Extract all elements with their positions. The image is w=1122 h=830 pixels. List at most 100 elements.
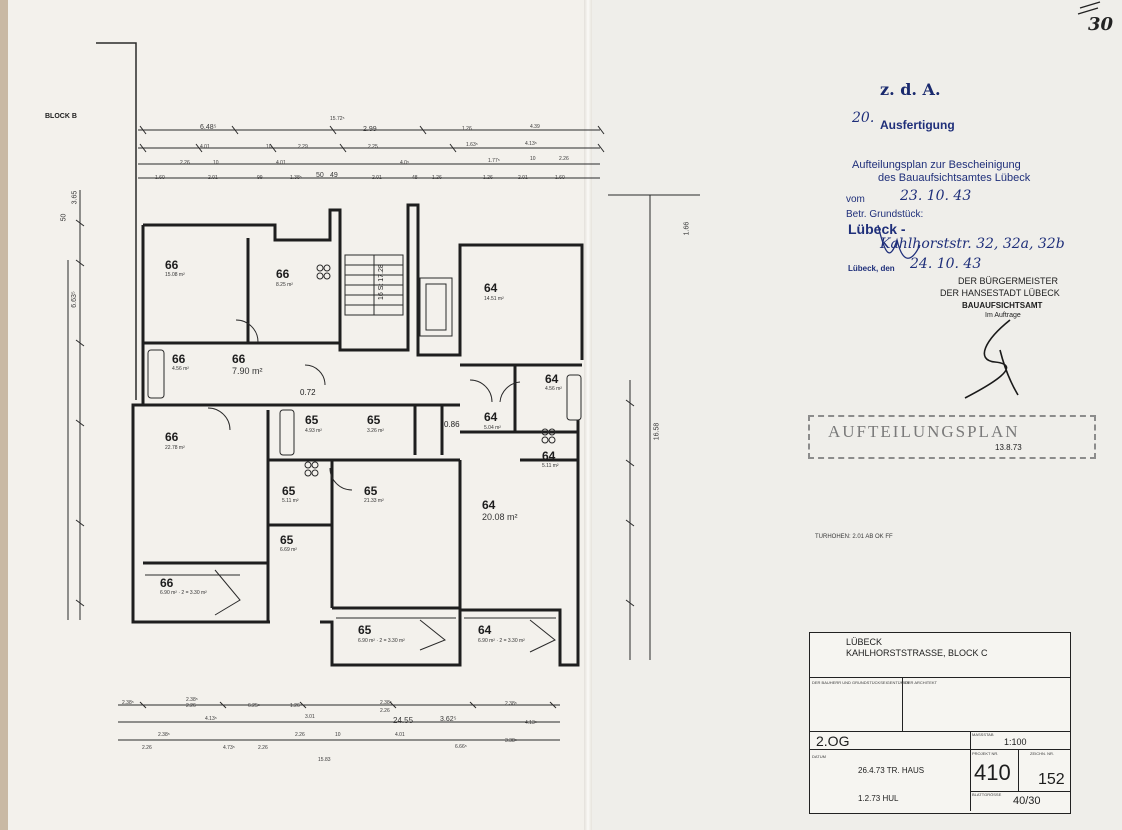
- dimension-label: 2.26: [380, 708, 390, 714]
- dimension-label: 1.26: [290, 703, 300, 709]
- dimension-label: 50: [60, 213, 68, 222]
- dimension-label: 2.26: [186, 703, 196, 709]
- room-area: 20.08 m²: [482, 512, 518, 522]
- dimension-label: 10: [530, 156, 536, 162]
- stamp-date: 13.8.73: [995, 443, 1022, 452]
- authority-2: DER HANSESTADT LÜBECK: [940, 288, 1060, 298]
- title-project: KAHLHORSTSTRASSE, BLOCK C: [846, 648, 988, 658]
- dimension-label: 15.83: [318, 757, 331, 763]
- dimension-label: 6.25⁵: [248, 703, 260, 709]
- dimension-label: 4.13⁵: [525, 720, 537, 726]
- room-number: 64: [484, 281, 498, 295]
- dimension-label: 2.29: [298, 144, 308, 150]
- room-area: 7.90 m²: [232, 366, 263, 376]
- dimension-label: 50: [316, 172, 324, 179]
- dimension-label: 4.73⁵: [223, 745, 235, 751]
- authority-4: Im Auftrage: [985, 312, 1021, 319]
- dimension-label: 1.77⁵: [488, 158, 500, 164]
- dimension-label: 3.65: [71, 190, 79, 205]
- dimension-label: 1.26: [483, 175, 493, 181]
- project-no-label: PROJEKT NR.: [972, 751, 999, 756]
- title-block: [809, 632, 1071, 814]
- room-number: 66: [172, 352, 186, 366]
- revision-1: 26.4.73 TR. HAUS: [858, 766, 925, 775]
- street-handwritten: Kahlhorststr. 32, 32a, 32b: [880, 236, 1065, 252]
- project-number: 410: [974, 760, 1011, 785]
- room-number: 64: [478, 623, 492, 637]
- dimension-label: 48: [412, 175, 418, 181]
- room-area: 6.90 m² · 2 = 3.30 m²: [160, 590, 207, 596]
- approval-line-2: des Bauaufsichtsamtes Lübeck: [878, 172, 1031, 184]
- authority-3: BAUAUFSICHTSAMT: [962, 301, 1043, 310]
- dimension-label: 4.01: [395, 732, 405, 738]
- owner-label: DER BAUHERR UND GRUNDSTÜCKSEIGENTÜMER: [812, 680, 910, 685]
- dimension-label: 10: [213, 160, 219, 166]
- block-label: BLOCK B: [45, 113, 77, 120]
- stair-label: 16 St 17.28: [378, 264, 385, 300]
- dimension-label: 1.66: [683, 221, 691, 236]
- room-area: 5.11 m²: [282, 498, 299, 504]
- door-height-note: TURHOHEN: 2.01 AB OK FF: [815, 534, 893, 540]
- room-number: 0.72: [300, 388, 316, 397]
- room-number: 65: [364, 484, 378, 498]
- room-number: 65: [305, 413, 319, 427]
- room-number: 66: [165, 258, 179, 272]
- copy-label: Ausfertigung: [880, 118, 955, 132]
- dimension-label: 2.01: [518, 175, 528, 181]
- place-date: 24. 10. 43: [910, 256, 982, 272]
- dimension-label: 16.58: [653, 422, 661, 441]
- dimension-label: 4.13⁵: [525, 141, 537, 147]
- room-number: 64: [545, 372, 559, 386]
- room-area: 5.11 m²: [542, 463, 559, 469]
- dimension-label: 2.26: [295, 732, 305, 738]
- dimension-label: 2.25: [368, 144, 378, 150]
- room-number: 65: [358, 623, 372, 637]
- date-label: DATUM: [812, 754, 826, 759]
- dimension-label: 2.38⁵: [505, 701, 517, 707]
- room-area: 4.56 m²: [545, 386, 562, 392]
- dimension-label: 3.38⁵: [505, 738, 517, 744]
- room-area: 4.93 m²: [305, 428, 322, 434]
- dimension-label: 10: [266, 144, 272, 150]
- title-city: LÜBECK: [846, 637, 883, 647]
- drawing-number: 152: [1038, 771, 1065, 788]
- scale-value: 1:100: [1004, 737, 1027, 747]
- room-area: 21.33 m²: [364, 498, 384, 504]
- floor-label: 2.OG: [816, 733, 850, 749]
- dimension-label: 24.55: [393, 716, 414, 725]
- room-area: 6.90 m² · 2 = 3.30 m²: [478, 638, 525, 644]
- dimension-label: 2.01: [208, 175, 218, 181]
- scale-label: MASSSTAB: [972, 732, 994, 737]
- room-area: 5.04 m²: [484, 425, 501, 431]
- approval-title: z. d. A.: [880, 80, 941, 99]
- room-area: 15.08 m²: [165, 272, 185, 278]
- drawing-no-label: ZEICHN. NR.: [1030, 751, 1054, 756]
- room-number: 66: [276, 267, 290, 281]
- room-number: 65: [367, 413, 381, 427]
- dimension-label: 2.38⁵: [122, 700, 134, 706]
- room-number: 65: [280, 533, 294, 547]
- dimension-label: 99: [257, 175, 263, 181]
- dimension-label: 2.99: [363, 126, 377, 133]
- dimension-label: 2.01: [372, 175, 382, 181]
- dimension-label: 2.38⁵: [158, 732, 170, 738]
- architect-label: DER ARCHITEKT: [905, 680, 938, 685]
- vom-label: vom: [846, 194, 865, 205]
- dimension-label: 6.48⁵: [200, 124, 217, 131]
- dimension-label: 15.72⁵: [330, 116, 345, 122]
- room-area: 8.25 m²: [276, 282, 293, 288]
- dimension-label: 2.26: [142, 745, 152, 751]
- stamp-text: AUFTEILUNGSPLAN: [828, 422, 1020, 441]
- dimension-label: 4.13⁵: [205, 716, 217, 722]
- aufteilungsplan-stamp: [808, 415, 1096, 459]
- dimension-label: 10: [335, 732, 341, 738]
- dimension-label: 49: [330, 172, 338, 179]
- dimension-label: 1.60: [155, 175, 165, 181]
- dimension-label: 2.26: [180, 160, 190, 166]
- sheet-label: BLATTGRÖSSE: [972, 792, 1002, 797]
- room-area: 6.90 m² · 2 = 3.30 m²: [358, 638, 405, 644]
- room-number: 0.86: [444, 420, 460, 429]
- dimension-label: 1.63⁵: [466, 142, 478, 148]
